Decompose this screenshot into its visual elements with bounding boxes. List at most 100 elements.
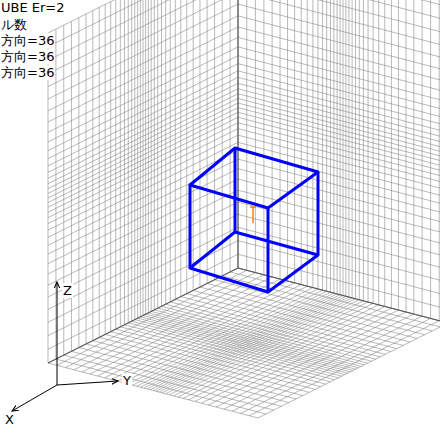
grid-line <box>143 0 144 316</box>
grid-line <box>373 0 374 303</box>
grid-line <box>140 0 141 317</box>
feed-source <box>250 207 256 223</box>
grid-line <box>363 0 364 301</box>
grid-line <box>307 0 308 286</box>
grid-line <box>238 117 440 172</box>
grid-line <box>71 351 281 406</box>
header-text: UBE Er=2 <box>0 0 66 15</box>
grid-line <box>238 0 440 7</box>
wall-edge <box>48 268 238 363</box>
grid-line <box>157 0 158 308</box>
grid-line <box>48 0 238 60</box>
grid-line <box>86 344 296 399</box>
grid-line <box>232 316 422 411</box>
grid-line <box>92 11 93 341</box>
grid-line <box>272 0 273 277</box>
grid-line <box>340 0 341 295</box>
grid-line <box>238 71 440 126</box>
header-text: ル数 <box>0 17 28 32</box>
cell-count: 方向=36 <box>0 49 55 64</box>
grid-line <box>238 0 440 47</box>
grid-line <box>368 0 369 302</box>
grid-line <box>301 0 302 285</box>
grid-line <box>439 0 440 321</box>
x-axis <box>12 385 57 411</box>
grid-line <box>312 0 313 288</box>
grid-line <box>48 64 238 159</box>
grid-line <box>71 21 72 351</box>
grid-line <box>238 77 440 132</box>
cube-edge <box>190 148 318 292</box>
grid-line <box>48 33 49 363</box>
grid-line <box>175 0 176 299</box>
grid-line <box>238 83 440 138</box>
grid-line <box>120 0 121 327</box>
grid-line <box>238 159 440 214</box>
grid-line <box>238 0 239 268</box>
mesh-grid <box>48 0 440 418</box>
grid-line <box>422 0 423 316</box>
grid-line <box>238 0 440 20</box>
y-axis <box>57 381 118 385</box>
grid-line <box>93 341 303 396</box>
grid-line <box>105 4 106 334</box>
grid-line <box>48 56 238 151</box>
grid-line <box>216 312 406 407</box>
wall-edge <box>238 0 239 268</box>
z-axis <box>57 282 58 385</box>
axis-label: X <box>4 412 15 427</box>
grid-line <box>145 0 146 314</box>
grid-line <box>48 83 238 178</box>
grid-line <box>48 77 238 172</box>
grid-line <box>86 14 87 344</box>
grid-line <box>79 348 289 403</box>
grid-line <box>238 4 440 59</box>
grid-line <box>263 0 264 275</box>
grid-line <box>238 0 239 268</box>
grid-line <box>63 25 64 355</box>
grid-line <box>384 0 385 306</box>
cube-object <box>190 148 318 292</box>
grid-line <box>154 0 155 310</box>
grid-line <box>238 123 440 178</box>
grid-line <box>131 0 132 321</box>
cube-edge <box>190 232 318 292</box>
grid-line <box>352 0 353 298</box>
cell-count: 方向=36 <box>0 65 55 80</box>
grid-line <box>430 0 431 318</box>
grid-line <box>398 0 399 310</box>
grid-line <box>55 29 56 359</box>
grid-line <box>405 0 406 312</box>
grid-line <box>333 0 334 293</box>
grid-line <box>165 0 166 304</box>
grid-line <box>199 0 200 287</box>
grid-line <box>359 0 360 300</box>
grid-line <box>48 363 258 418</box>
grid-line <box>238 37 440 92</box>
grid-line <box>238 47 440 102</box>
grid-line <box>287 0 288 281</box>
grid-line <box>238 142 440 197</box>
grid-line <box>134 0 135 320</box>
grid-line <box>48 98 238 193</box>
grid-line <box>249 321 439 416</box>
grid-line <box>238 98 440 153</box>
grid-line <box>238 16 440 71</box>
grid-line <box>48 27 238 122</box>
grid-line <box>258 323 440 418</box>
grid-line <box>294 0 295 283</box>
grid-line <box>238 89 440 144</box>
grid-line <box>201 308 391 403</box>
grid-line <box>413 0 414 314</box>
grid-line <box>48 0 238 74</box>
grid-line <box>48 0 238 47</box>
grid-line <box>48 4 238 99</box>
grid-line <box>48 16 238 111</box>
grid-line <box>238 27 440 82</box>
grid-line <box>128 0 129 323</box>
grid-line <box>343 0 344 296</box>
grid-line <box>110 2 111 332</box>
grid-line <box>208 310 398 405</box>
grid-line <box>337 0 338 294</box>
